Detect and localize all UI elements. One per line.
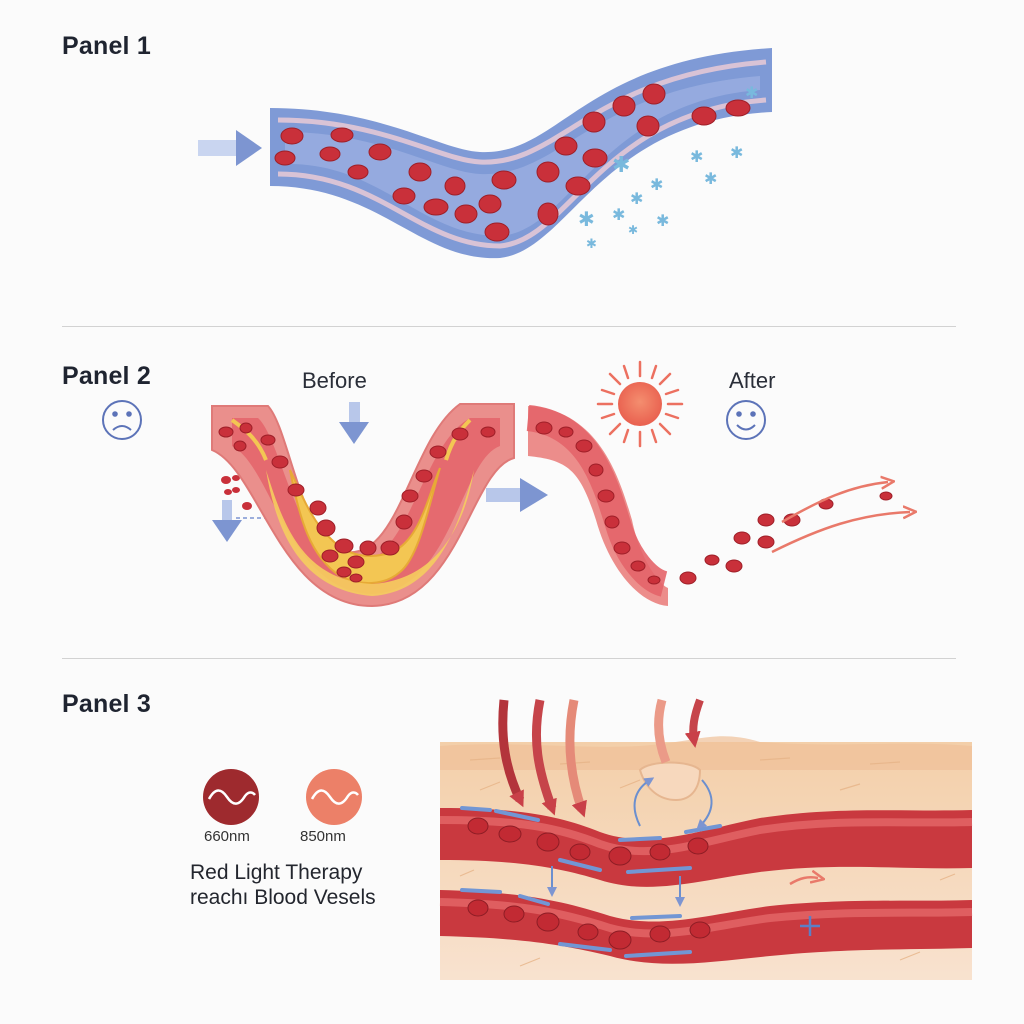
escaping-cells <box>221 475 252 510</box>
svg-text:✱: ✱ <box>745 83 758 102</box>
vessel-cells <box>467 817 711 950</box>
red-blood-cells <box>274 83 751 242</box>
svg-text:✱: ✱ <box>730 143 743 162</box>
before-label: Before <box>302 368 367 393</box>
caption: Red Light Therapy reachı Blood Vesels <box>190 860 376 910</box>
vessel-walls <box>460 806 722 958</box>
sparkle-particles: ✱ ✱ ✱ ✱ ✱ ✱ ✱ ✱ ✱ ✱ ✱ ✱ <box>578 83 758 252</box>
happy-face-icon <box>726 400 766 440</box>
svg-text:✱: ✱ <box>612 205 625 224</box>
wave-660-icon <box>203 769 259 825</box>
clogged-cells <box>218 422 496 583</box>
light-beams <box>498 698 704 818</box>
flowing-cells <box>535 421 893 585</box>
after-label: After <box>729 368 776 393</box>
flow-arrow-upper <box>781 482 888 524</box>
svg-text:✱: ✱ <box>704 169 717 188</box>
plus-icon <box>800 916 820 936</box>
sad-face-icon <box>102 400 142 440</box>
panel-2-illustration <box>102 360 910 608</box>
panel-3-title: Panel 3 <box>62 690 151 718</box>
wave-850-icon <box>306 769 362 825</box>
panel-3-illustration <box>203 698 973 980</box>
svg-text:✱: ✱ <box>656 211 669 230</box>
svg-text:✱: ✱ <box>650 175 663 194</box>
divider-2 <box>62 658 956 659</box>
svg-text:✱: ✱ <box>630 189 643 208</box>
right-arrow-icon <box>486 478 548 512</box>
svg-text:✱: ✱ <box>690 147 703 166</box>
wavelength-850-label: 850nm <box>300 828 346 845</box>
divider-1 <box>62 326 956 327</box>
flow-arrow-icon <box>198 130 262 166</box>
penetration-arrows <box>547 866 685 907</box>
panel-2-title: Panel 2 <box>62 362 151 390</box>
panel-1-illustration: ✱ ✱ ✱ ✱ ✱ ✱ ✱ ✱ ✱ ✱ ✱ ✱ <box>198 48 772 259</box>
small-red-arrow-icon <box>789 877 818 886</box>
wavelength-660-label: 660nm <box>204 828 250 845</box>
caption-line-1: Red Light Therapy <box>190 861 363 884</box>
panel-1-title: Panel 1 <box>62 32 151 60</box>
svg-text:✱: ✱ <box>628 223 638 237</box>
svg-text:✱: ✱ <box>578 207 595 231</box>
svg-text:✱: ✱ <box>612 153 630 178</box>
down-arrow-icon <box>339 402 369 444</box>
circulation-arrows <box>633 777 713 830</box>
svg-text:✱: ✱ <box>586 237 597 252</box>
flow-arrow-lower <box>771 512 910 554</box>
caption-line-2: reachı Blood Vesels <box>190 886 376 909</box>
sun-icon <box>596 360 684 448</box>
